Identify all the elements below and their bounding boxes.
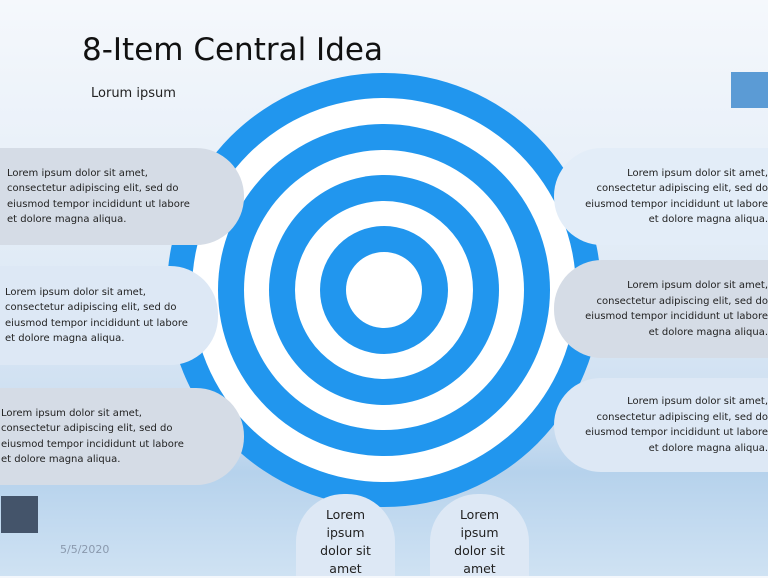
callout-line: eiusmod tempor incididunt ut labore: [7, 198, 190, 210]
slide-title: 8-Item Central Idea: [82, 32, 383, 68]
callout-line: dolor sit: [320, 543, 371, 558]
callout-line: eiusmod tempor incididunt ut labore: [585, 198, 768, 210]
callout-line: et dolore magna aliqua.: [7, 214, 127, 225]
callout-bottom-1: Lorem ipsum dolor sit amet: [296, 494, 395, 576]
callout-line: Lorem: [325, 507, 366, 522]
callout-left-2: Lorem ipsum dolor sit amet, consectetur …: [0, 266, 218, 365]
callout-right-2: Lorem ipsum dolor sit amet, consectetur …: [554, 260, 768, 358]
callout-line: consectetur adipiscing elit, sed do: [596, 183, 768, 194]
callout-left-1: Lorem ipsum dolor sit amet, consectetur …: [0, 148, 244, 245]
target-ring-8: [346, 252, 422, 328]
callout-line: Lorem ipsum dolor sit amet,: [627, 167, 768, 179]
callout-line: consectetur adipiscing elit, sed do: [596, 295, 768, 307]
callout-line: eiusmod tempor incididunt ut labore: [585, 311, 768, 322]
callout-right-1: Lorem ipsum dolor sit amet, consectetur …: [554, 148, 768, 245]
callout-line: et dolore magna aliqua.: [648, 214, 768, 225]
callout-line: dolor sit: [454, 543, 505, 558]
callout-line: consectetur adipiscing elit, sed do: [5, 302, 177, 313]
callout-right-3: Lorem ipsum dolor sit amet, consectetur …: [554, 378, 768, 472]
slide-date: 5/5/2020: [60, 543, 110, 556]
accent-square: [731, 72, 768, 108]
callout-line: amet: [463, 561, 496, 576]
callout-line: et dolore magna aliqua.: [1, 454, 121, 465]
callout-line: ipsum: [460, 525, 499, 540]
callout-line: Lorem: [459, 507, 500, 522]
callout-line: et dolore magna aliqua.: [5, 333, 125, 344]
callout-line: Lorem ipsum dolor sit amet,: [1, 407, 142, 419]
callout-line: consectetur adipiscing elit, sed do: [7, 183, 179, 194]
callout-line: Lorem ipsum dolor sit amet,: [627, 280, 768, 291]
callout-line: ipsum: [326, 525, 365, 540]
callout-line: Lorem ipsum dolor sit amet,: [5, 286, 146, 298]
callout-line: Lorem ipsum dolor sit amet,: [7, 167, 148, 179]
callout-line: Lorem ipsum dolor sit amet,: [627, 396, 768, 407]
callout-line: eiusmod tempor incididunt ut labore: [585, 427, 768, 438]
callout-bottom-2: Lorem ipsum dolor sit amet: [430, 494, 529, 576]
callout-line: eiusmod tempor incididunt ut labore: [1, 438, 184, 450]
concentric-rings: [167, 73, 601, 507]
callout-line: et dolore magna aliqua.: [648, 326, 768, 338]
callout-line: consectetur adipiscing elit, sed do: [1, 423, 173, 434]
slide-subtitle: Lorum ipsum: [91, 86, 176, 101]
callout-line: eiusmod tempor incididunt ut labore: [5, 317, 188, 329]
callout-line: amet: [329, 561, 362, 576]
callout-line: consectetur adipiscing elit, sed do: [596, 411, 768, 423]
callout-line: et dolore magna aliqua.: [648, 442, 768, 454]
dark-square: [1, 496, 38, 533]
callout-left-3: Lorem ipsum dolor sit amet, consectetur …: [0, 388, 244, 485]
